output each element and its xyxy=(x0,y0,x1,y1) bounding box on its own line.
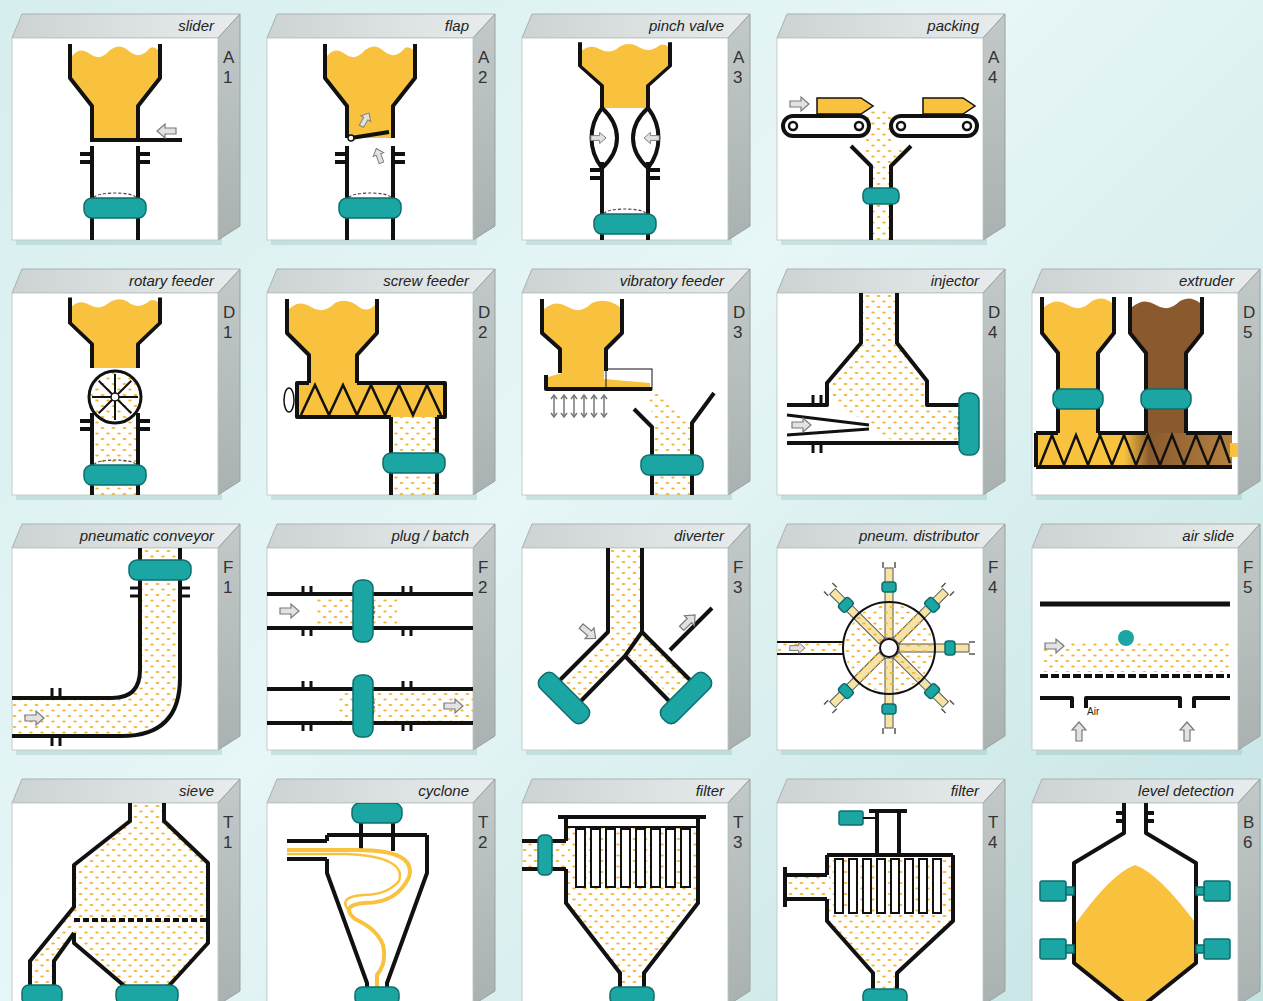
equipment-tile: level detectionB6 xyxy=(1032,777,1260,1001)
tile-title: sieve xyxy=(179,782,214,800)
plug-batch-drawing xyxy=(267,580,473,737)
tile-title: air slide xyxy=(1182,527,1234,545)
tile-code: D3 xyxy=(733,303,742,342)
equipment-tile: screw feederD2 xyxy=(267,267,495,495)
equipment-tile: injectorD4 xyxy=(777,267,1005,495)
extruder-drawing xyxy=(1036,297,1238,467)
tile-title: injector xyxy=(931,272,979,290)
air-slide-drawing xyxy=(1040,604,1230,741)
tile-code: D4 xyxy=(988,303,997,342)
slider-drawing xyxy=(70,44,182,240)
tile-title: cyclone xyxy=(418,782,469,800)
equipment-tile: pneum. distributorF4 xyxy=(777,522,1005,750)
tile-code: F1 xyxy=(223,558,232,597)
tile-title: slider xyxy=(178,17,214,35)
sieve-drawing xyxy=(22,803,208,1001)
equipment-tile: filterT3 xyxy=(522,777,750,1001)
screw-feeder-drawing xyxy=(284,299,445,495)
equipment-tile: packingA4 xyxy=(777,12,1005,240)
tile-title: flap xyxy=(445,17,469,35)
cyclone-drawing xyxy=(287,803,427,1001)
tile-code: D2 xyxy=(478,303,487,342)
equipment-tile: filterT4 xyxy=(777,777,1005,1001)
tile-code: D5 xyxy=(1243,303,1252,342)
equipment-tile: sliderA1 xyxy=(12,12,240,240)
tile-title: screw feeder xyxy=(383,272,469,290)
tile-code: T3 xyxy=(733,813,742,852)
equipment-tile: sieveT1 xyxy=(12,777,240,1001)
tile-title: filter xyxy=(951,782,979,800)
tile-title: rotary feeder xyxy=(129,272,214,290)
tile-code: F3 xyxy=(733,558,742,597)
flap-drawing xyxy=(325,44,415,240)
tile-code: B6 xyxy=(1243,813,1252,852)
tile-code: D1 xyxy=(223,303,232,342)
tile-code: T4 xyxy=(988,813,997,852)
rotary-feeder-drawing xyxy=(70,298,160,496)
pneumatic-distributor-drawing xyxy=(777,562,975,734)
tile-code: F2 xyxy=(478,558,487,597)
vibratory-feeder-drawing xyxy=(542,299,714,495)
tile-code: A4 xyxy=(988,48,997,87)
packing-drawing xyxy=(783,97,977,240)
diverter-drawing xyxy=(535,548,715,727)
pinch-valve-drawing xyxy=(580,42,670,240)
tile-cubes xyxy=(12,14,1260,1001)
tile-title: pneum. distributor xyxy=(859,527,979,545)
equipment-tile: vibratory feederD3 xyxy=(522,267,750,495)
equipment-tile: rotary feederD1 xyxy=(12,267,240,495)
filter-drawing xyxy=(785,811,953,1001)
air-label: Air xyxy=(1087,706,1099,718)
tile-code: F4 xyxy=(988,558,997,597)
filter-drawing xyxy=(522,817,706,1001)
equipment-tile: flapA2 xyxy=(267,12,495,240)
equipment-tile: diverterF3 xyxy=(522,522,750,750)
tile-code: A3 xyxy=(733,48,742,87)
equipment-tile: extruderD5 xyxy=(1032,267,1260,495)
equipment-tile: pinch valveA3 xyxy=(522,12,750,240)
equipment-tile: plug / batchF2 xyxy=(267,522,495,750)
tile-title: pinch valve xyxy=(649,17,724,35)
equipment-tile: pneumatic conveyorF1 xyxy=(12,522,240,750)
tile-title: filter xyxy=(696,782,724,800)
tile-code: T1 xyxy=(223,813,232,852)
tile-title: pneumatic conveyor xyxy=(80,527,214,545)
tile-code: A2 xyxy=(478,48,487,87)
equipment-tile: cycloneT2 xyxy=(267,777,495,1001)
tile-code: F5 xyxy=(1243,558,1252,597)
tile-code: T2 xyxy=(478,813,487,852)
tile-title: packing xyxy=(927,17,979,35)
pneumatic-conveyor-drawing xyxy=(12,548,191,746)
level-detection-drawing xyxy=(1040,803,1230,1001)
tile-code: A1 xyxy=(223,48,232,87)
tile-title: plug / batch xyxy=(391,527,469,545)
tile-title: vibratory feeder xyxy=(620,272,724,290)
injector-drawing xyxy=(787,293,979,455)
tile-title: diverter xyxy=(674,527,724,545)
tile-title: extruder xyxy=(1179,272,1234,290)
tile-title: level detection xyxy=(1138,782,1234,800)
equipment-tile: air slideF5 xyxy=(1032,522,1260,750)
